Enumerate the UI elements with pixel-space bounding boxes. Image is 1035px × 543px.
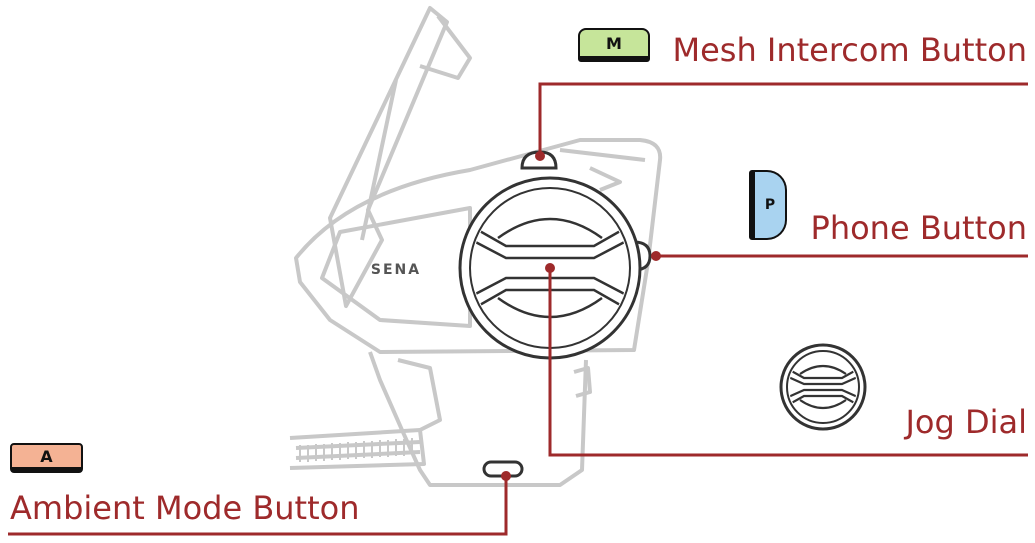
leader-dot-mesh: [535, 151, 545, 161]
mesh-button-badge: M: [578, 28, 650, 62]
brand-logo: SENA: [371, 262, 421, 278]
ambient-mode-button-label: Ambient Mode Button: [10, 489, 360, 527]
leader-jog: [548, 268, 1028, 457]
leader-lines: [8, 82, 1028, 536]
ambient-button-badge: A: [10, 443, 83, 473]
antenna-outline: [328, 6, 472, 308]
mesh-intercom-button-label: Mesh Intercom Button: [672, 31, 1027, 69]
leader-dot-phone: [651, 251, 661, 261]
leader-ambient: [8, 476, 508, 536]
jog-dial-label: Jog Dial: [905, 403, 1027, 441]
leader-dot-ambient: [501, 471, 511, 481]
phone-button-badge: P: [749, 170, 787, 240]
jog-dial-icon: [779, 343, 867, 431]
cable-ribbing: [299, 438, 413, 462]
leader-dot-jog: [545, 263, 555, 273]
leader-mesh: [538, 82, 1028, 156]
phone-button-label: Phone Button: [810, 209, 1027, 247]
